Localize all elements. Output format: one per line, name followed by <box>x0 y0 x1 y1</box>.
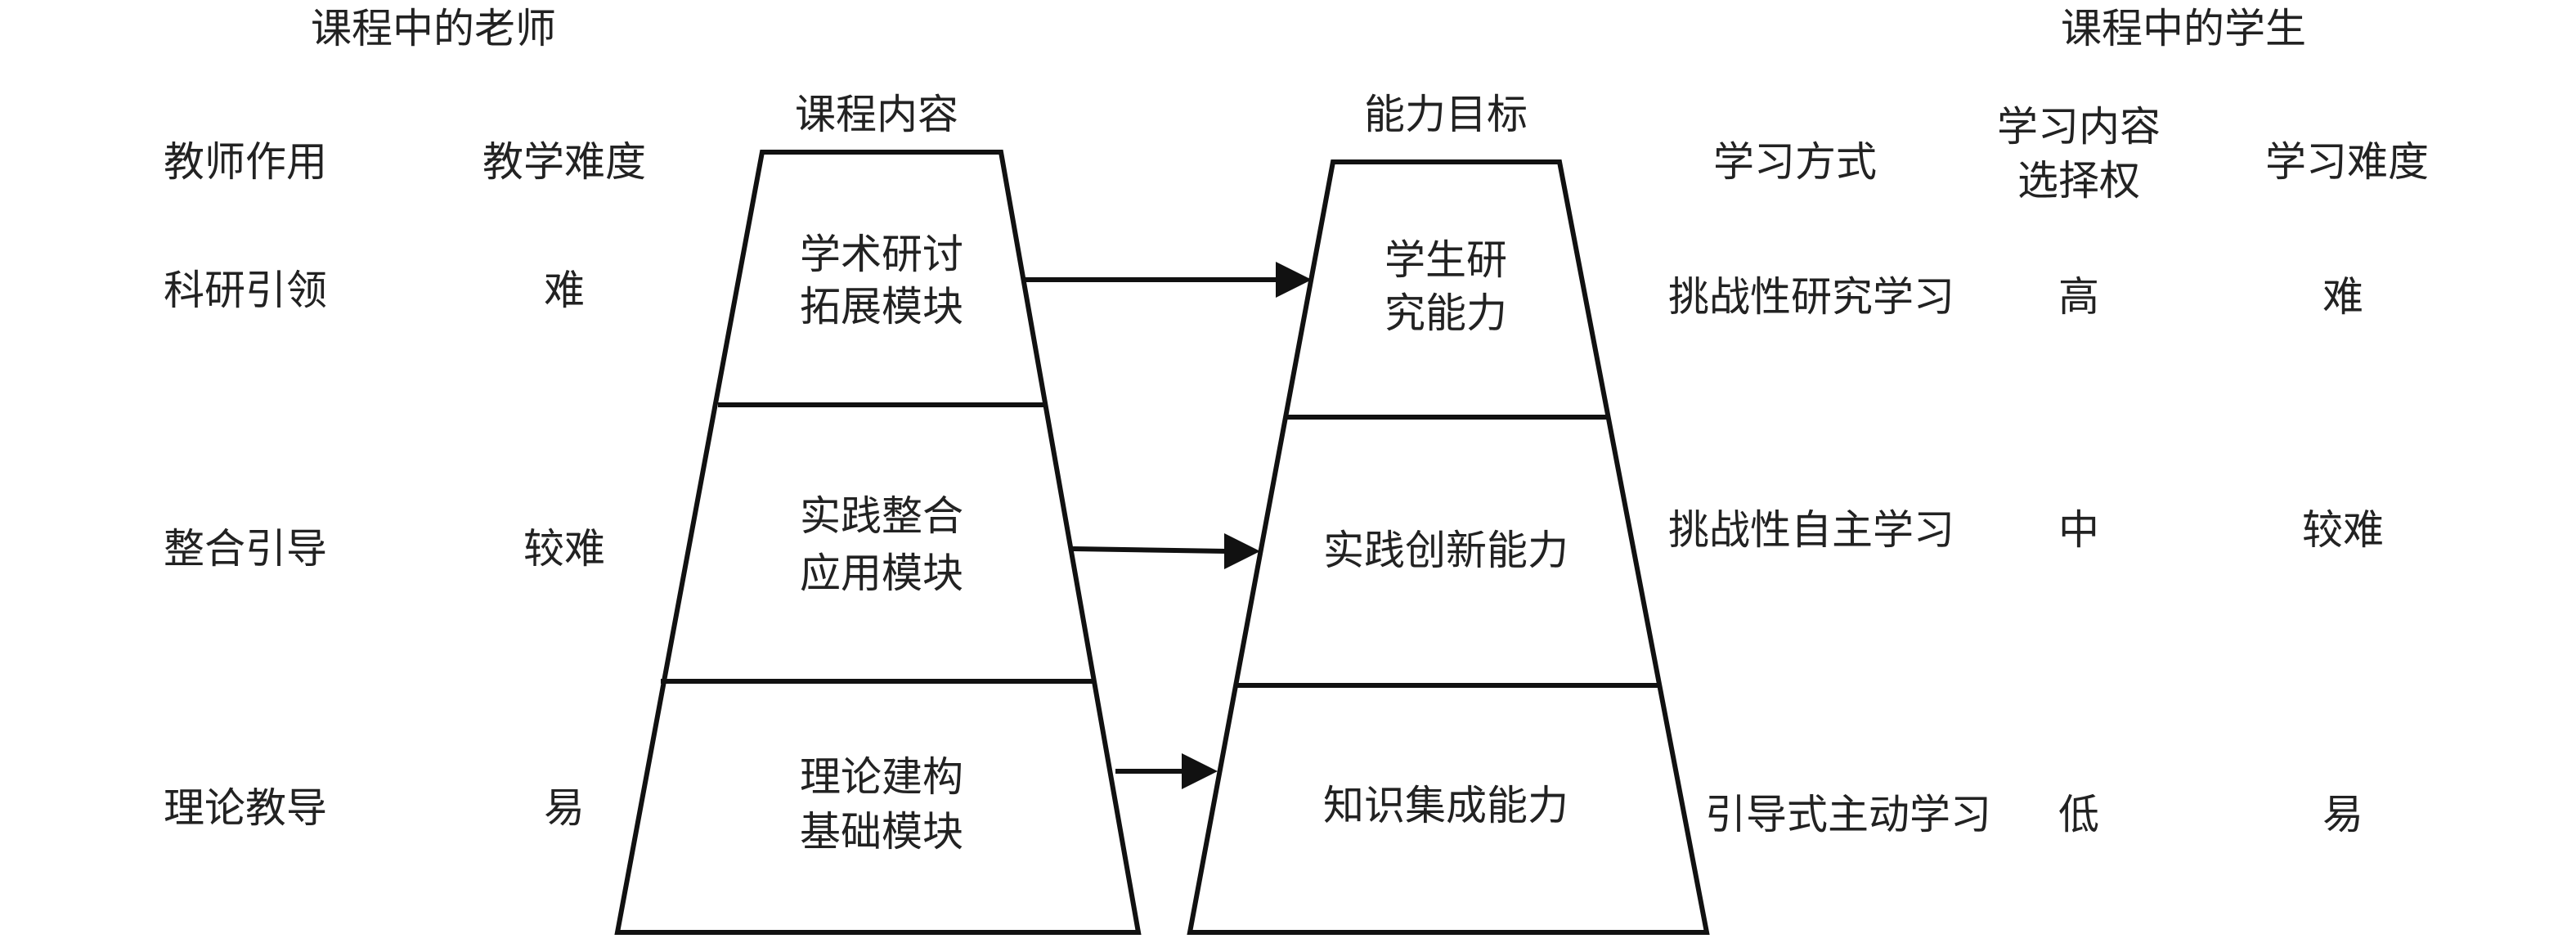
content-tier-academic-line1: 学术研讨 <box>800 231 963 278</box>
teacher-difficulty-header: 教学难度 <box>482 138 646 186</box>
student-method-research: 挑战性研究学习 <box>1668 273 1954 321</box>
teacher-role-research: 科研引领 <box>164 267 327 314</box>
arrow-theory-to-integration <box>1115 753 1218 789</box>
ability-tier-innovation: 实践创新能力 <box>1323 527 1568 574</box>
teacher-role-integration: 整合引导 <box>164 525 327 573</box>
student-choice-high: 高 <box>2058 273 2099 321</box>
content-pyramid-title: 课程内容 <box>795 91 958 138</box>
arrow-academic-to-research <box>1025 262 1312 298</box>
ability-tier-research-line2: 究能力 <box>1384 290 1507 337</box>
content-tier-theory-line1: 理论建构 <box>800 753 963 801</box>
content-tier-academic-line2: 拓展模块 <box>800 283 963 330</box>
teacher-section-title: 课程中的老师 <box>311 5 556 52</box>
content-tier-practice-line2: 应用模块 <box>800 550 963 597</box>
content-tier-theory-line2: 基础模块 <box>800 808 963 855</box>
student-difficulty-header: 学习难度 <box>2265 138 2429 186</box>
student-choice-medium: 中 <box>2058 506 2099 554</box>
student-section-title: 课程中的学生 <box>2061 5 2306 52</box>
student-difficulty-easy: 易 <box>2322 791 2363 838</box>
student-choice-low: 低 <box>2058 791 2099 838</box>
student-choice-header-line1: 学习内容 <box>1997 103 2161 150</box>
student-method-header: 学习方式 <box>1713 138 1877 186</box>
teacher-role-header: 教师作用 <box>164 138 327 186</box>
teacher-difficulty-harder: 较难 <box>523 525 605 573</box>
teacher-difficulty-hard: 难 <box>544 267 585 314</box>
arrow-practice-to-innovation <box>1072 533 1260 569</box>
student-choice-header-line2: 选择权 <box>2017 157 2140 204</box>
teacher-role-theory: 理论教导 <box>164 784 327 832</box>
ability-pyramid-title: 能力目标 <box>1364 91 1528 138</box>
student-method-guided: 引导式主动学习 <box>1705 791 1991 838</box>
content-tier-practice-line1: 实践整合 <box>800 492 963 540</box>
ability-tier-research-line1: 学生研 <box>1384 236 1507 284</box>
student-method-autonomous: 挑战性自主学习 <box>1668 506 1954 554</box>
student-difficulty-harder: 较难 <box>2302 506 2384 554</box>
ability-tier-integration: 知识集成能力 <box>1323 782 1568 829</box>
student-difficulty-hard: 难 <box>2322 273 2363 321</box>
content-pyramid-outline <box>614 150 1142 935</box>
ability-pyramid-outline <box>1187 159 1710 935</box>
teacher-difficulty-easy: 易 <box>544 784 585 832</box>
